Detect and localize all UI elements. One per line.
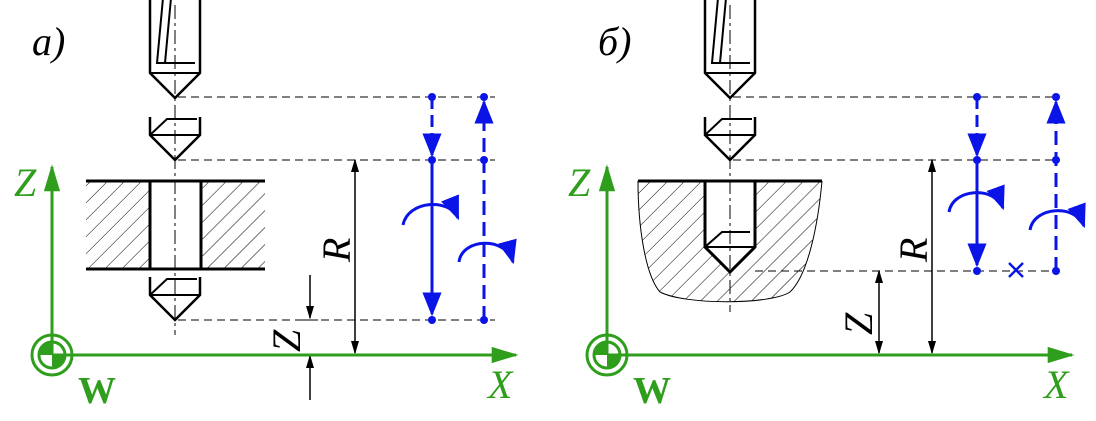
spindle-rotation-icon bbox=[947, 184, 1005, 213]
z-axis-label-a: Z bbox=[14, 160, 37, 205]
tool-path-b-up bbox=[1028, 93, 1086, 275]
dim-z-label-a: Z bbox=[264, 329, 309, 352]
dim-z-label-b: Z bbox=[836, 312, 881, 335]
origin-label-a: W bbox=[78, 370, 116, 412]
dwell-mark-icon bbox=[1008, 262, 1024, 278]
x-axis-label-b: X bbox=[1042, 362, 1070, 407]
level-lines-b bbox=[733, 96, 1060, 272]
spindle-rotation-icon bbox=[457, 238, 517, 265]
tool-path-a-down bbox=[401, 93, 460, 324]
panel-a-label: а) bbox=[32, 19, 65, 64]
dim-r-label-a: R bbox=[314, 238, 359, 263]
x-axis-label-a: X bbox=[486, 362, 514, 407]
panel-b: б) R Z bbox=[568, 0, 1086, 412]
drill-in-hole-icon bbox=[704, 231, 755, 248]
spindle-rotation-icon bbox=[401, 194, 460, 226]
workpiece-a bbox=[86, 179, 265, 271]
dim-r-label-b: R bbox=[891, 238, 936, 263]
origin-icon bbox=[585, 333, 629, 377]
tool-path-b-down bbox=[947, 93, 1005, 275]
origin-icon bbox=[30, 333, 74, 377]
panel-b-label: б) bbox=[598, 19, 631, 64]
spindle-rotation-icon bbox=[1028, 202, 1086, 231]
origin-label-b: W bbox=[633, 370, 671, 412]
level-lines-a bbox=[178, 96, 495, 321]
panel-a: а) R Z bbox=[14, 0, 519, 412]
z-axis-label-b: Z bbox=[568, 160, 591, 205]
tool-path-a-up bbox=[457, 93, 517, 324]
